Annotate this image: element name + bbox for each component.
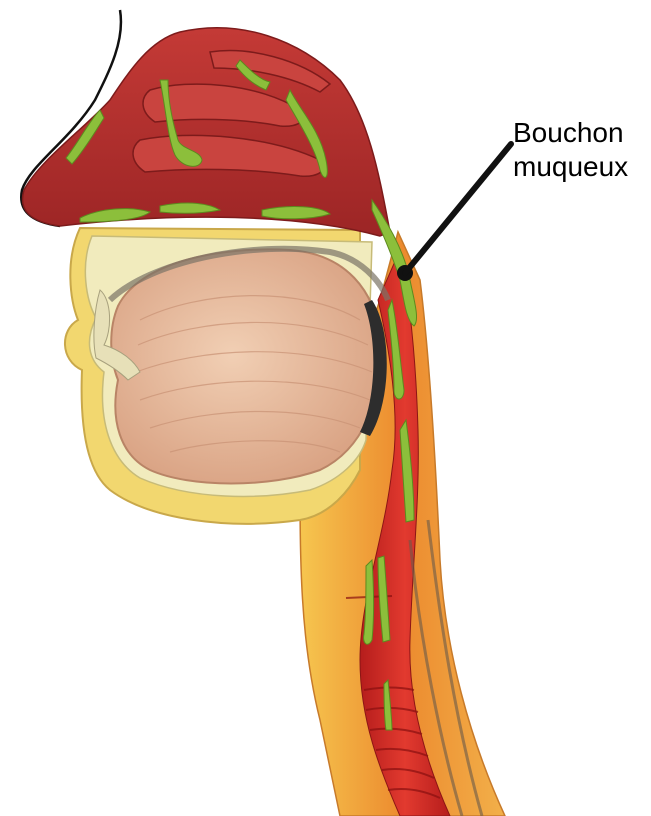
label-line-1: Bouchon bbox=[513, 116, 628, 150]
pointer-line bbox=[405, 144, 511, 273]
label-line-2: muqueux bbox=[513, 150, 628, 184]
mucus-plug-label: Bouchon muqueux bbox=[513, 116, 628, 184]
